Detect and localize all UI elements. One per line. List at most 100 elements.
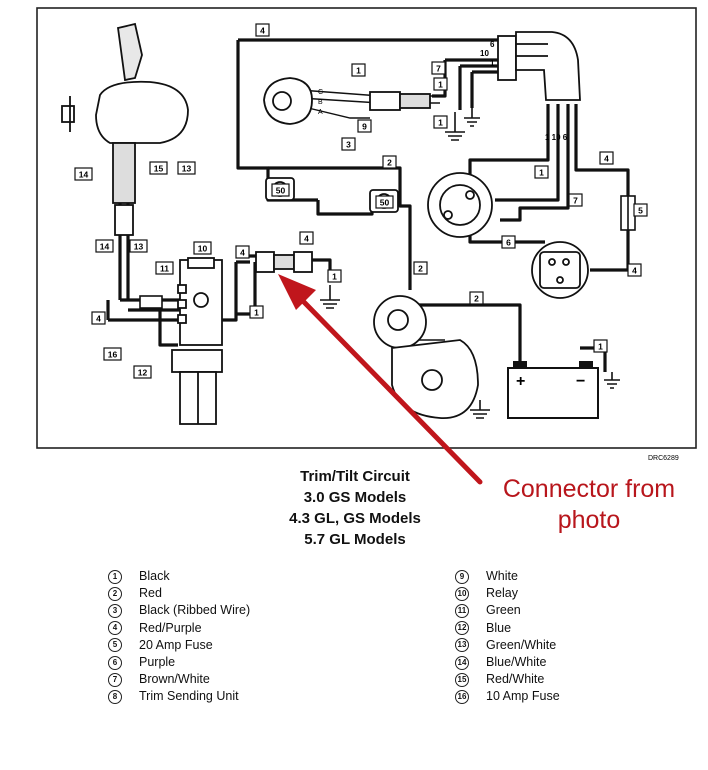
- legend-number: 14: [455, 655, 469, 670]
- label-box-text: 11: [160, 264, 169, 274]
- label-box-frame: [633, 203, 648, 217]
- legend-number: 13: [455, 638, 469, 653]
- remote-control-handle: [61, 22, 189, 236]
- label-box-1: 1: [593, 339, 608, 353]
- ignition-switch: [427, 172, 493, 238]
- label-box-frame: [149, 161, 168, 175]
- label-box-2: 2: [469, 291, 484, 305]
- label-box-frame: [599, 151, 614, 165]
- label-box-text: 1: [598, 342, 603, 352]
- pin-10: 10: [480, 49, 489, 58]
- label-box-14: 14: [74, 167, 93, 181]
- pins-1-10-6: 1 10 6: [545, 133, 568, 142]
- legend-number: 7: [108, 672, 122, 687]
- label-box-text: 13: [182, 164, 192, 174]
- label-box-frame: [74, 167, 93, 181]
- legend-label: Blue: [486, 620, 512, 635]
- trim-motor: [171, 349, 223, 425]
- label-box-frame: [155, 261, 174, 275]
- label-box-9: 9: [357, 119, 372, 133]
- label-box-2: 2: [382, 155, 397, 169]
- label-box-frame: [255, 23, 270, 37]
- pin-b: B: [318, 99, 323, 106]
- pin-1: 1: [490, 59, 495, 68]
- label-box-text: 4: [260, 26, 265, 36]
- legend-number: 2: [108, 586, 122, 601]
- legend-number: 11: [455, 604, 469, 618]
- label-box-frame: [433, 77, 448, 91]
- label-box-text: 13: [134, 242, 144, 252]
- label-box-1: 1: [351, 63, 366, 77]
- callout-text: Connector from photo: [470, 474, 708, 536]
- label-box-text: 50: [380, 198, 390, 208]
- label-box-frame: [433, 115, 448, 129]
- label-box-frame: [501, 235, 516, 249]
- label-box-50: 50: [375, 195, 394, 209]
- trim-pump-relay: [531, 241, 589, 299]
- label-box-4: 4: [299, 231, 314, 245]
- label-box-text: 1: [438, 118, 443, 128]
- callout-line-2: photo: [557, 506, 621, 534]
- legend-number: 15: [455, 672, 469, 687]
- label-box-text: 1: [332, 272, 337, 282]
- label-box-text: 1: [254, 308, 259, 318]
- label-box-16: 16: [103, 347, 122, 361]
- title-line-4: 5.7 GL Models: [304, 531, 406, 548]
- label-box-frame: [568, 193, 583, 207]
- label-box-text: 7: [573, 196, 578, 206]
- label-box-1: 1: [249, 305, 264, 319]
- label-box-text: 2: [418, 264, 423, 274]
- label-box-frame: [177, 161, 196, 175]
- callout-arrow: [278, 274, 483, 485]
- legend-label: Black (Ribbed Wire): [139, 603, 251, 618]
- legend-item: 3 Black (Ribbed Wire): [108, 602, 250, 619]
- label-box-text: 15: [154, 164, 164, 174]
- label-box-13: 13: [177, 161, 196, 175]
- label-box-frame: [129, 239, 148, 253]
- label-box-13: 13: [129, 239, 148, 253]
- label-box-4: 4: [91, 311, 106, 325]
- legend-item: 13 Green/White: [455, 637, 560, 654]
- legend-number: 12: [455, 621, 469, 636]
- label-box-text: 16: [108, 350, 118, 360]
- legend-label: Green/White: [486, 637, 557, 652]
- label-box-7: 7: [568, 193, 583, 207]
- pin-a: A: [318, 109, 323, 116]
- label-box-text: 14: [79, 170, 89, 180]
- legend-item: 12 Blue: [455, 620, 560, 637]
- label-box-frame: [91, 311, 106, 325]
- title-line-2: 3.0 GS Models: [303, 489, 407, 506]
- trim-connector: [255, 251, 313, 273]
- label-box-frame: [95, 239, 114, 253]
- label-box-4: 4: [599, 151, 614, 165]
- label-box-frame: [534, 165, 549, 179]
- label-box-14: 14: [95, 239, 114, 253]
- label-box-1: 1: [433, 115, 448, 129]
- label-box-text: 1: [356, 66, 361, 76]
- label-box-1: 1: [327, 269, 342, 283]
- legend-label: Purple: [139, 655, 176, 670]
- harness-plug: [497, 31, 581, 101]
- legend-number: 1: [108, 569, 122, 584]
- legend-number: 3: [108, 604, 122, 618]
- label-box-12: 12: [133, 365, 152, 379]
- label-box-frame: [351, 63, 366, 77]
- label-box-frame: [271, 183, 290, 197]
- label-box-text: 4: [240, 248, 245, 258]
- label-box-text: 1: [438, 80, 443, 90]
- label-box-50: 50: [271, 183, 290, 197]
- diagram-frame: [36, 7, 697, 449]
- label-box-text: 5: [638, 206, 643, 216]
